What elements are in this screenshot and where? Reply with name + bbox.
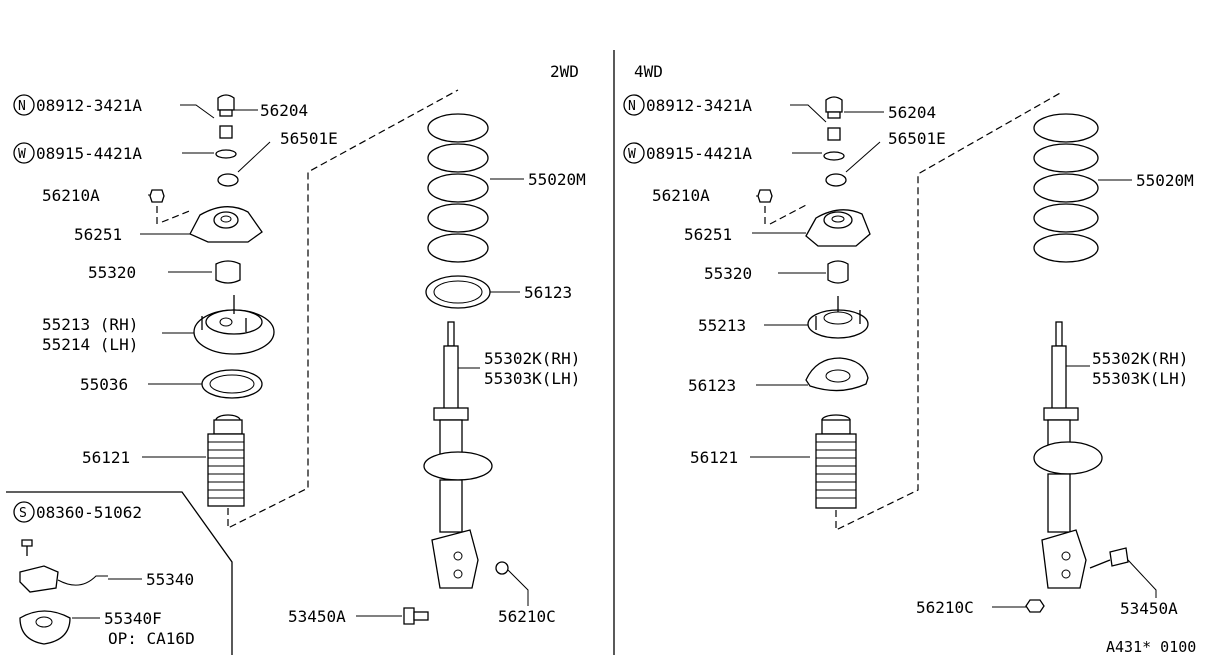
inset-sensor: S 08360-51062 55340 55340F OP: CA16D [6,491,233,655]
label-bound-bumper: 55320 [88,263,136,282]
bound-bumper-part-4wd [827,260,849,284]
label-bearing: 55036 [80,375,128,394]
title-4wd: 4WD [634,62,663,81]
label-bolt-4wd: 53450A [1120,599,1178,618]
label-seal-4wd: 56501E [888,129,946,148]
label-sensor: 55340 [146,570,194,589]
label-lower-nut: 56210C [498,607,556,626]
spring-part-4wd [1033,113,1099,263]
label-mount-rh: 55213 (RH) [42,315,138,334]
seal-part [217,173,239,187]
nut-part [149,189,165,203]
label-strut-rh: 55302K(RH) [484,349,580,368]
label-inset-note: OP: CA16D [108,629,195,648]
label-boot: 56121 [82,448,130,467]
w-symbol-circle-4wd [623,142,645,164]
boot-part [207,414,245,507]
label-strut-lh-4wd: 55303K(LH) [1092,369,1188,388]
bearing-part [201,369,263,399]
label-spring: 55020M [528,170,586,189]
label-cap: 56204 [260,101,308,120]
panel-4wd: 4WD N 08912-3421A 56204 W 08915-4421A 56… [623,62,1194,618]
boot-part-4wd [815,414,857,509]
label-seal: 56501E [280,129,338,148]
cap-part [217,94,235,111]
washer-part [215,149,237,159]
w-symbol-4wd: W [628,147,636,162]
washer-part-4wd [823,151,845,161]
label-bolt: 53450A [288,607,346,626]
label-lower-nut-4wd: 56210C [916,598,974,617]
label-sensor-bracket: 55340F [104,609,162,628]
assembly-dashed-line-4wd [835,91,1063,531]
lower-nut-part-4wd [1025,599,1045,613]
label-mount-lh: 55214 (LH) [42,335,138,354]
label-spring-4wd: 55020M [1136,171,1194,190]
title-2wd: 2WD [550,62,579,81]
bolt-part [403,607,415,625]
cap-part-4wd [825,96,843,113]
label-strut-lh: 55303K(LH) [484,369,580,388]
assembly-dashed-line [227,89,459,529]
s-symbol: S [19,506,27,521]
n-symbol-4wd: N [628,99,636,114]
label-nut-spec: 08912-3421A [36,96,142,115]
label-bound-bumper-4wd: 55320 [704,264,752,283]
label-mount-4wd: 55213 [698,316,746,335]
sensor-bracket-part [19,610,71,645]
s-symbol-circle [13,501,35,523]
seal-part-4wd [825,173,847,187]
bound-bumper-part [215,260,241,284]
w-symbol: W [18,147,26,162]
label-bracket-4wd: 56251 [684,225,732,244]
screw-part [21,539,33,547]
label-spring-seat: 56123 [524,283,572,302]
footer-code: A431* 0100 [1106,638,1196,656]
lower-nut-part [495,561,509,575]
label-cap-4wd: 56204 [888,103,936,122]
n-symbol-circle [13,94,35,116]
label-washer-spec: 08915-4421A [36,144,142,163]
panel-2wd: 2WD N 08912-3421A 56204 W 08915-4421A 56… [13,62,586,626]
label-washer-spec-4wd: 08915-4421A [646,144,752,163]
spring-seat-part-4wd [805,357,869,392]
spring-part [427,113,489,263]
label-boot-4wd: 56121 [690,448,738,467]
label-screw-spec: 08360-51062 [36,503,142,522]
label-spring-seat-4wd: 56123 [688,376,736,395]
label-bracket: 56251 [74,225,122,244]
n-symbol-circle-4wd [623,94,645,116]
label-nut-spec-4wd: 08912-3421A [646,96,752,115]
strut-part [423,321,493,589]
nut-part-4wd [757,189,773,203]
w-symbol-circle [13,142,35,164]
n-symbol: N [18,99,26,114]
sensor-part [19,565,59,593]
strut-part-4wd [1033,321,1103,589]
bolt-part-4wd [1109,547,1129,567]
label-nut-4wd: 56210A [652,186,710,205]
inset-border [6,491,233,655]
label-nut: 56210A [42,186,100,205]
label-strut-rh-4wd: 55302K(RH) [1092,349,1188,368]
